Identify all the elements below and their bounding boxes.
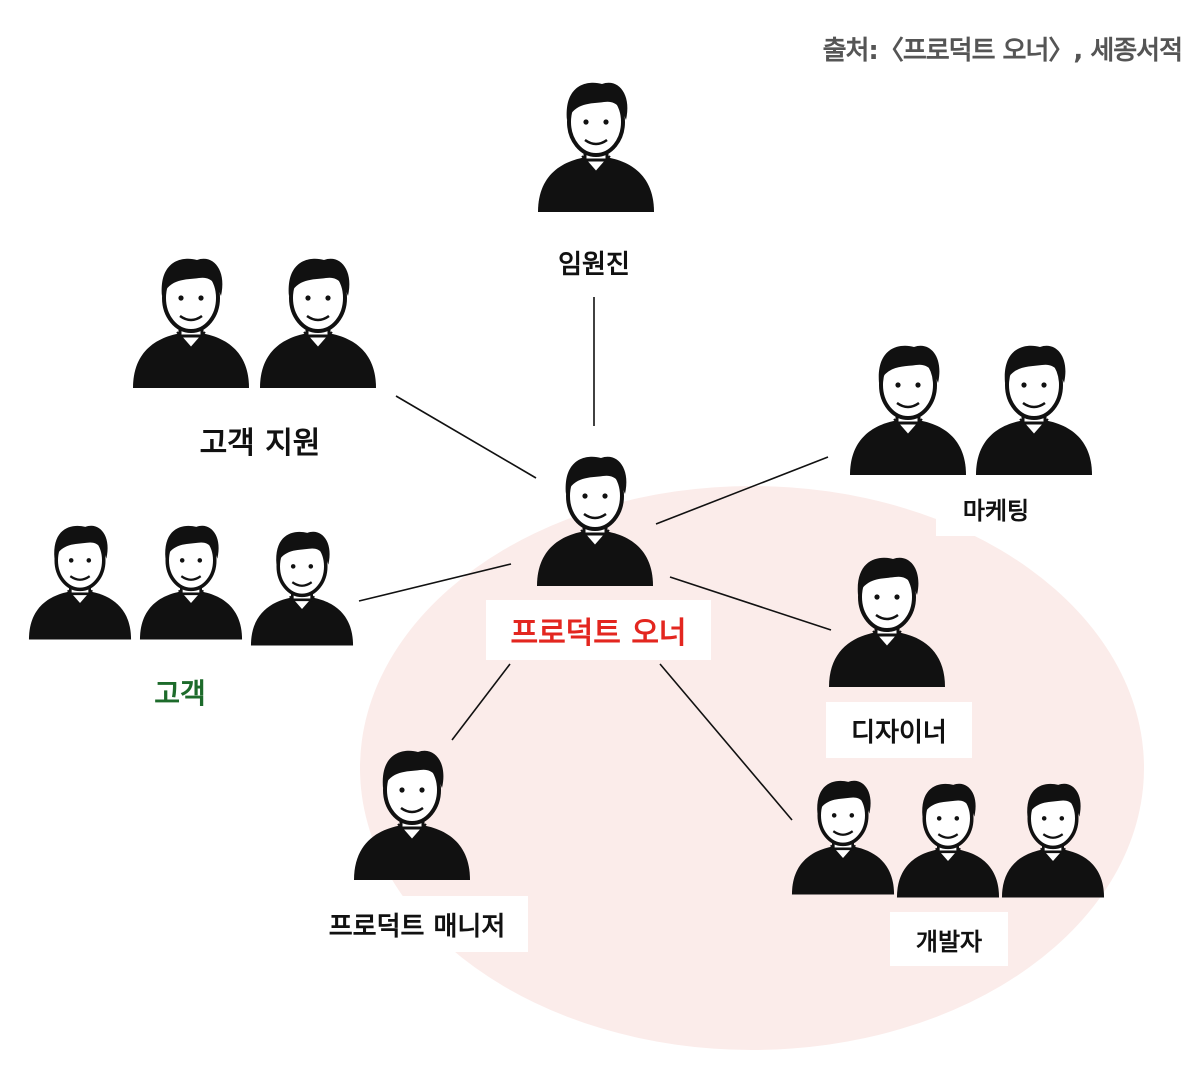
line-customers xyxy=(358,563,512,602)
label-customer-support: 고객 지원 xyxy=(199,426,321,461)
label-executives: 임원진 xyxy=(558,250,630,280)
developers-label-box xyxy=(890,912,1008,966)
woman-curly-hair-avatar-icon xyxy=(258,256,378,390)
man-avatar-icon xyxy=(131,256,251,390)
man-with-glasses-avatar-icon xyxy=(974,343,1094,477)
connector-lines xyxy=(358,297,832,821)
bearded-man-jacket-avatar-icon xyxy=(249,530,355,648)
label-product-manager: 프로덕트 매니저 xyxy=(328,911,506,942)
line-developers xyxy=(659,663,793,821)
man-jacket-avatar-icon xyxy=(138,524,244,642)
center-label-box xyxy=(486,600,711,660)
source-credit: 출처:〈프로덕트 오너〉, 세종서적 xyxy=(822,36,1183,66)
woman-with-hat-avatar-icon xyxy=(848,343,968,477)
product-manager-label-box xyxy=(306,896,528,952)
label-customers: 고객 xyxy=(154,677,206,710)
line-designer xyxy=(669,576,832,631)
label-developers: 개발자 xyxy=(915,927,983,956)
line-product-manager xyxy=(451,663,511,741)
line-marketing xyxy=(655,456,829,525)
team-bubble xyxy=(360,486,1144,1050)
label-designer: 디자이너 xyxy=(851,717,947,748)
center-label-product-owner: 프로덕트 오너 xyxy=(510,616,687,651)
man-with-glasses-vest-avatar-icon xyxy=(27,524,133,642)
bearded-man-avatar-icon xyxy=(536,80,656,214)
line-customer-support xyxy=(395,395,537,479)
designer-label-box xyxy=(826,702,972,758)
label-marketing: 마케팅 xyxy=(962,496,1030,525)
marketing-label-box xyxy=(936,480,1056,536)
